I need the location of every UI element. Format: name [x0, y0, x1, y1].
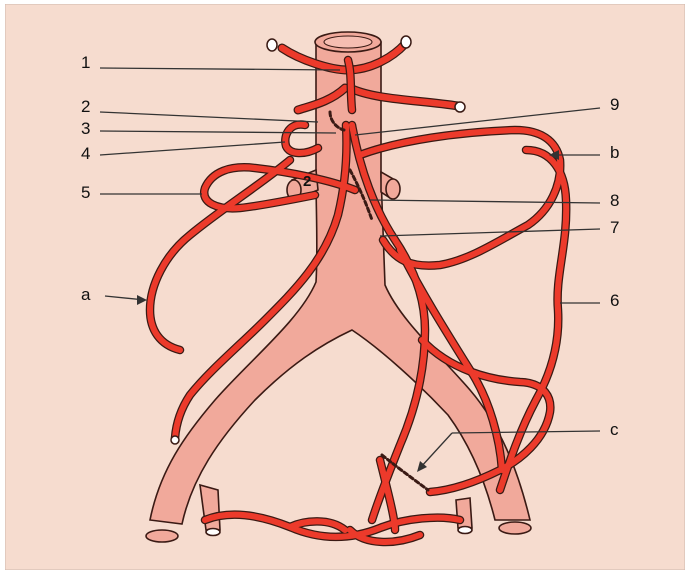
label-c: c [610, 421, 619, 438]
label-5: 5 [81, 184, 90, 201]
left-internal-iliac-opening [458, 527, 472, 534]
diagram-panel [5, 4, 685, 570]
label-9: 9 [610, 96, 619, 113]
label-b: b [610, 144, 619, 161]
label-3: 3 [81, 120, 90, 137]
left-renal-opening [386, 179, 400, 199]
label-inline-2: 2 [303, 174, 311, 189]
label-a: a [81, 286, 90, 303]
label-4: 4 [81, 145, 90, 162]
right-iliac-opening [146, 530, 178, 542]
label-7: 7 [610, 219, 619, 236]
celiac-trunk [348, 60, 352, 110]
right-internal-iliac-opening [206, 529, 220, 536]
left-iliac-opening [499, 522, 531, 534]
label-8: 8 [610, 192, 619, 209]
aorta-top-lumen [324, 36, 372, 48]
label-1: 1 [81, 54, 90, 71]
label-2: 2 [81, 98, 90, 115]
label-6: 6 [610, 292, 619, 309]
